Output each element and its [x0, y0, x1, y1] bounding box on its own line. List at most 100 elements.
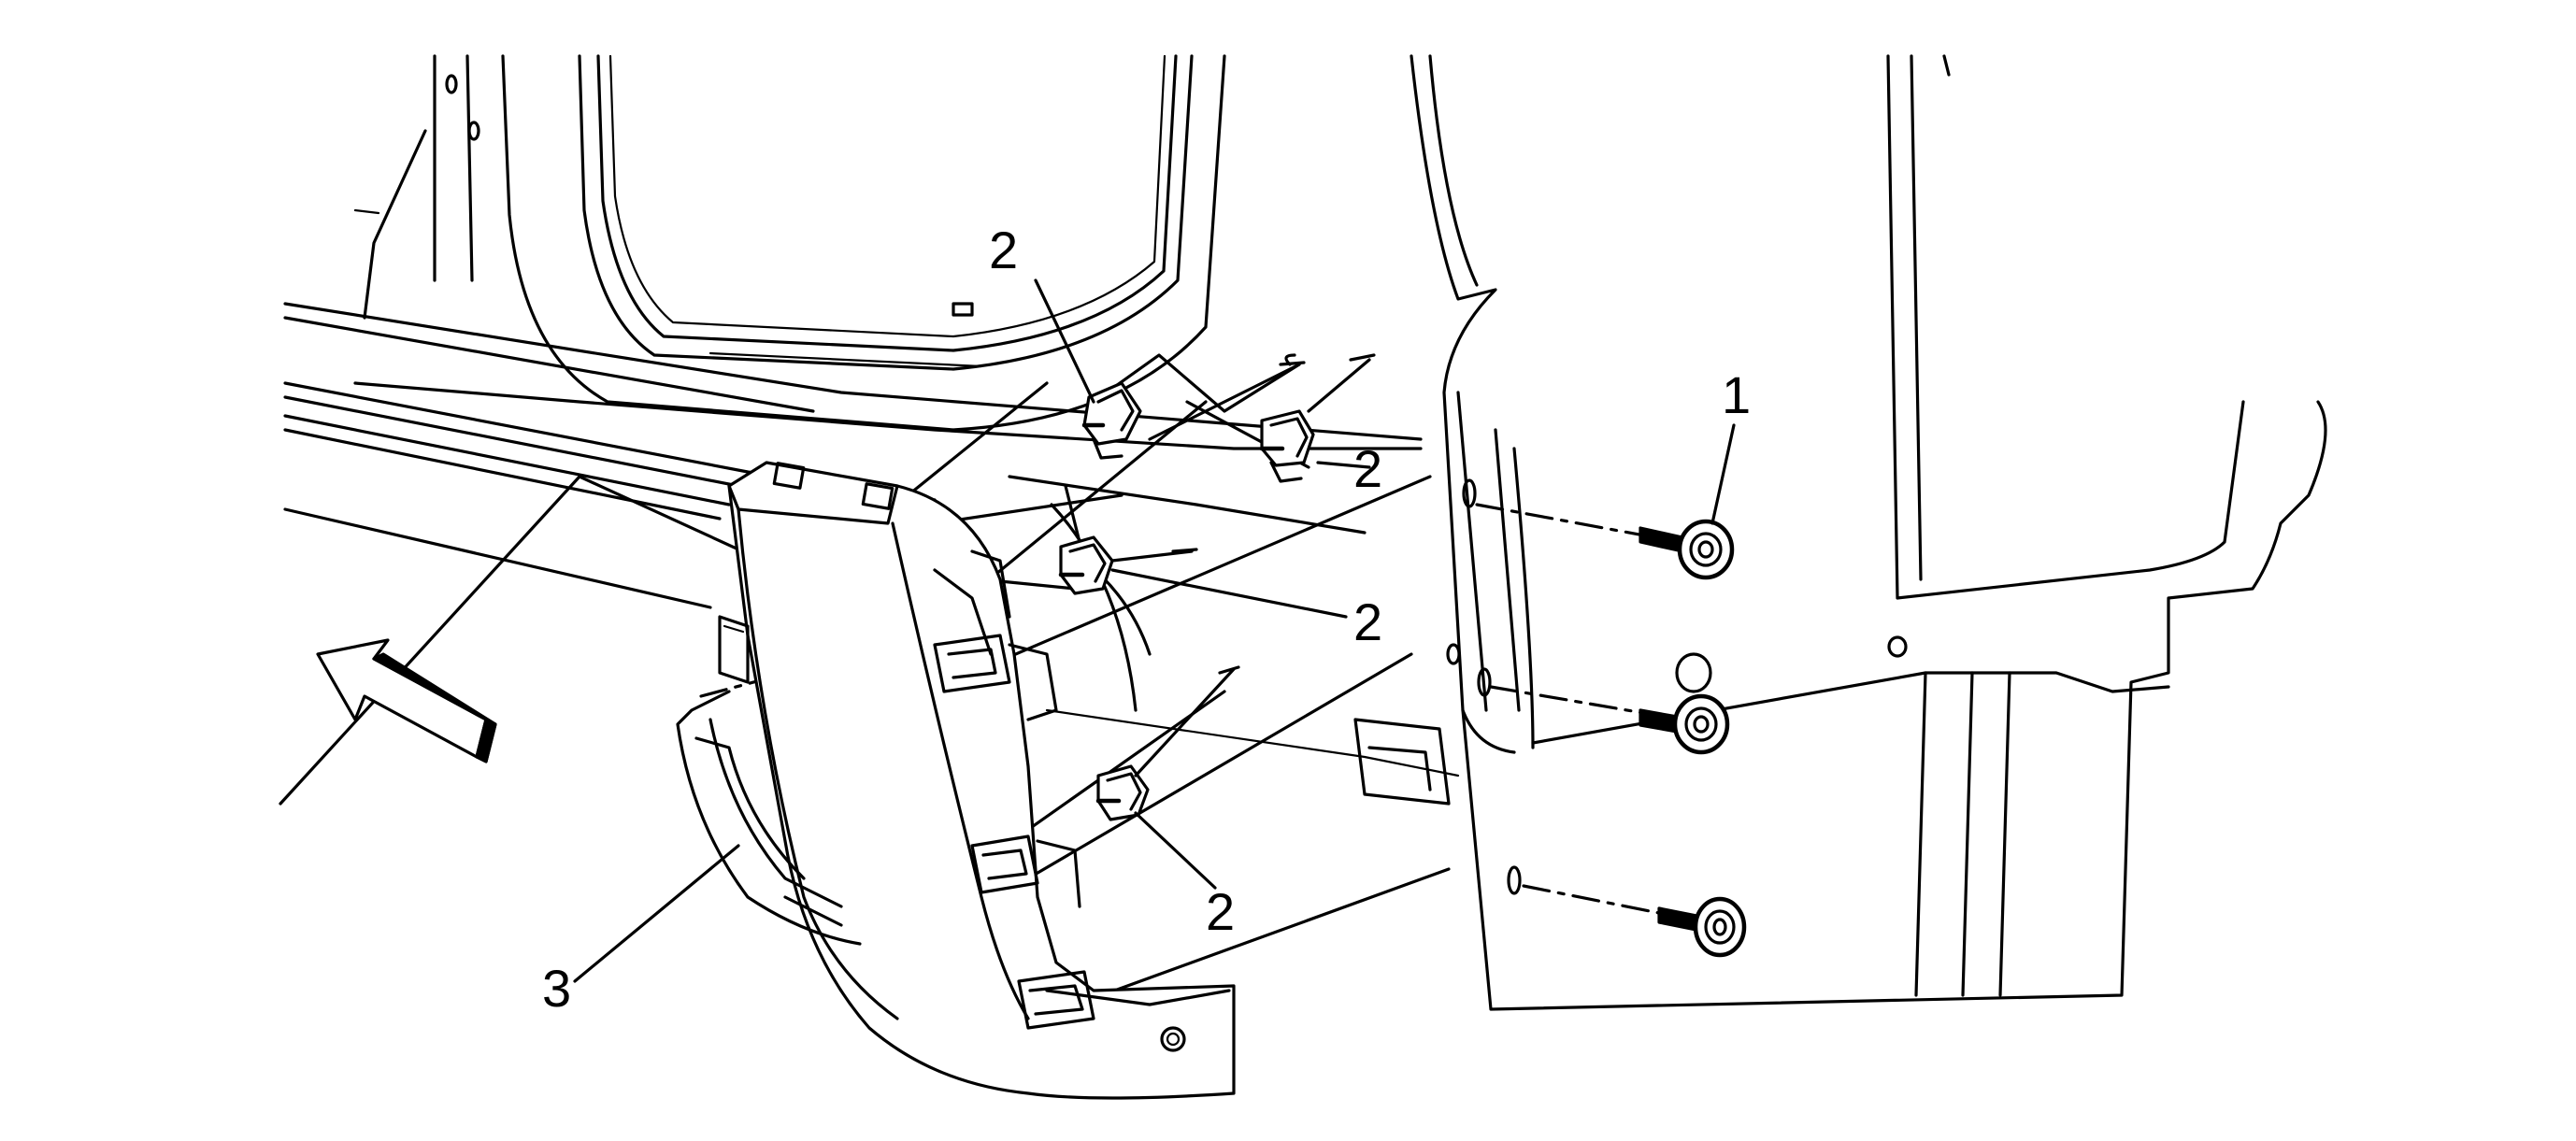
callout-1-bolt: 1 — [1722, 365, 1752, 424]
pin-line-1 — [1148, 363, 1301, 441]
pin-1 — [1279, 361, 1306, 366]
leader-2-top — [1034, 278, 1095, 404]
rocker-lower-line — [283, 507, 712, 609]
fender-inner-line — [1428, 54, 1479, 287]
callout-leaders — [573, 278, 1736, 983]
panel-receptacle-3-inner — [1028, 984, 1084, 1016]
panel-receptacle-3 — [1017, 970, 1095, 1030]
fender-hem — [1512, 447, 1535, 749]
fender-edge-1 — [1456, 391, 1488, 712]
leader-2-right — [1316, 461, 1371, 469]
callout-2-clip-mid: 2 — [1353, 592, 1383, 651]
leader-clip-top-left — [279, 381, 1049, 806]
sill-clip — [952, 302, 974, 317]
sill-lower-3 — [1050, 503, 1138, 712]
pin-2 — [1349, 353, 1376, 362]
leader-2-mid — [1110, 568, 1348, 619]
callout-2-clip-lower: 2 — [1206, 882, 1236, 941]
clips — [1058, 353, 1376, 821]
fender-bump — [1461, 708, 1516, 754]
fender-vert-1 — [1914, 671, 1927, 997]
fender-body-line — [1531, 671, 2170, 745]
callout-3-panel: 3 — [542, 959, 572, 1018]
clip-top-center — [1081, 381, 1142, 460]
door-opening-inner-2 — [596, 54, 1178, 352]
panel-rib-2 — [1036, 839, 1081, 908]
leader-clip-top-zigzag — [1092, 353, 1301, 413]
door-opening-sill-2 — [708, 351, 983, 368]
pin-3 — [1171, 548, 1198, 553]
fender-slot-1 — [1462, 478, 1477, 508]
panel-left-tab-2 — [723, 624, 745, 634]
panel-lower-shell — [676, 690, 862, 946]
panel-receptacle-2-inner — [981, 849, 1028, 880]
panel-rib-3 — [970, 549, 1011, 619]
sill-lower-1 — [1008, 475, 1367, 535]
bolt-middle-washer — [1675, 652, 1712, 693]
bolt-axis-3 — [1522, 884, 1666, 916]
leader-2-lower — [1134, 811, 1217, 890]
pillar-pin — [353, 208, 380, 215]
body-structure — [283, 54, 1460, 806]
pin-line-4 — [1134, 667, 1236, 777]
bolt-axis-1 — [1475, 503, 1656, 539]
panel-front-face — [727, 484, 899, 525]
panel-lower-shell-3 — [694, 736, 806, 880]
panel-front-edge — [737, 507, 899, 1020]
panel-rib-1 — [1008, 643, 1058, 721]
rocker-sill-edge-1 — [283, 316, 815, 413]
fender-edge-2 — [1494, 428, 1521, 712]
bolt-middle — [1639, 652, 1730, 755]
panel-inner-edge — [891, 521, 1030, 1020]
fender-vert-2 — [1961, 671, 1974, 997]
leader-1 — [1710, 423, 1736, 525]
rocker-sill-top — [283, 302, 1423, 441]
fender-slot-2 — [1477, 667, 1492, 697]
rocker-sill-edge-5 — [283, 428, 722, 521]
pillar-hole-1 — [445, 74, 458, 94]
panel-hole-inner — [1166, 1032, 1181, 1047]
sill-bracket — [1353, 718, 1451, 806]
pin-4 — [1218, 665, 1240, 675]
panel-flange — [1045, 989, 1231, 1006]
bolt-axis-2 — [1489, 685, 1656, 717]
door-opening-inner-1 — [578, 54, 1194, 371]
fender-outer — [1410, 54, 2327, 1011]
fender-slot-3 — [1507, 865, 1522, 895]
b-pillar-left-2 — [465, 54, 474, 282]
fender-window-top — [1942, 54, 1951, 77]
bolts — [1639, 519, 1747, 958]
clip-mid — [1058, 535, 1114, 595]
forward-arrow-icon — [316, 638, 497, 763]
b-pillar-slope — [363, 129, 427, 320]
fender-slot-4 — [1446, 643, 1461, 665]
fender-vert-3 — [1998, 671, 2011, 997]
callout-2-clip-top: 2 — [989, 221, 1019, 279]
leader-3 — [573, 844, 740, 983]
pillar-hole-2 — [467, 121, 480, 141]
pin-line-3 — [1110, 549, 1194, 563]
leader-clip-mid — [933, 493, 1123, 525]
fender-window — [1886, 54, 2245, 600]
leader-clip-lower-3 — [1026, 652, 1413, 880]
panel-receptacle-1 — [933, 634, 1011, 693]
clip-top-right — [1259, 409, 1315, 483]
panel-receptacle-2 — [970, 834, 1039, 894]
sill-bracket-2 — [1367, 746, 1432, 792]
panel-receptacle-1-inner — [947, 648, 997, 679]
rocker-cover-panel — [676, 461, 1236, 1100]
panel-lower-shell-4 — [783, 895, 843, 927]
leader-clip-lower — [970, 475, 1432, 675]
door-opening-inner-3 — [608, 54, 1166, 338]
rocker-floor-line — [1045, 708, 1460, 777]
panel-slot-1 — [772, 462, 806, 490]
bolt-lower — [1657, 896, 1747, 958]
bolt-upper — [1639, 519, 1735, 580]
panel-slot-2 — [861, 482, 894, 510]
panel-ridge — [933, 568, 993, 656]
pin-line-2 — [1307, 358, 1371, 413]
clip-lower — [1095, 764, 1150, 821]
rocker-sill-edge-4 — [283, 414, 731, 506]
fender-panel — [1410, 54, 2327, 1011]
panel-left-tab — [718, 615, 750, 684]
